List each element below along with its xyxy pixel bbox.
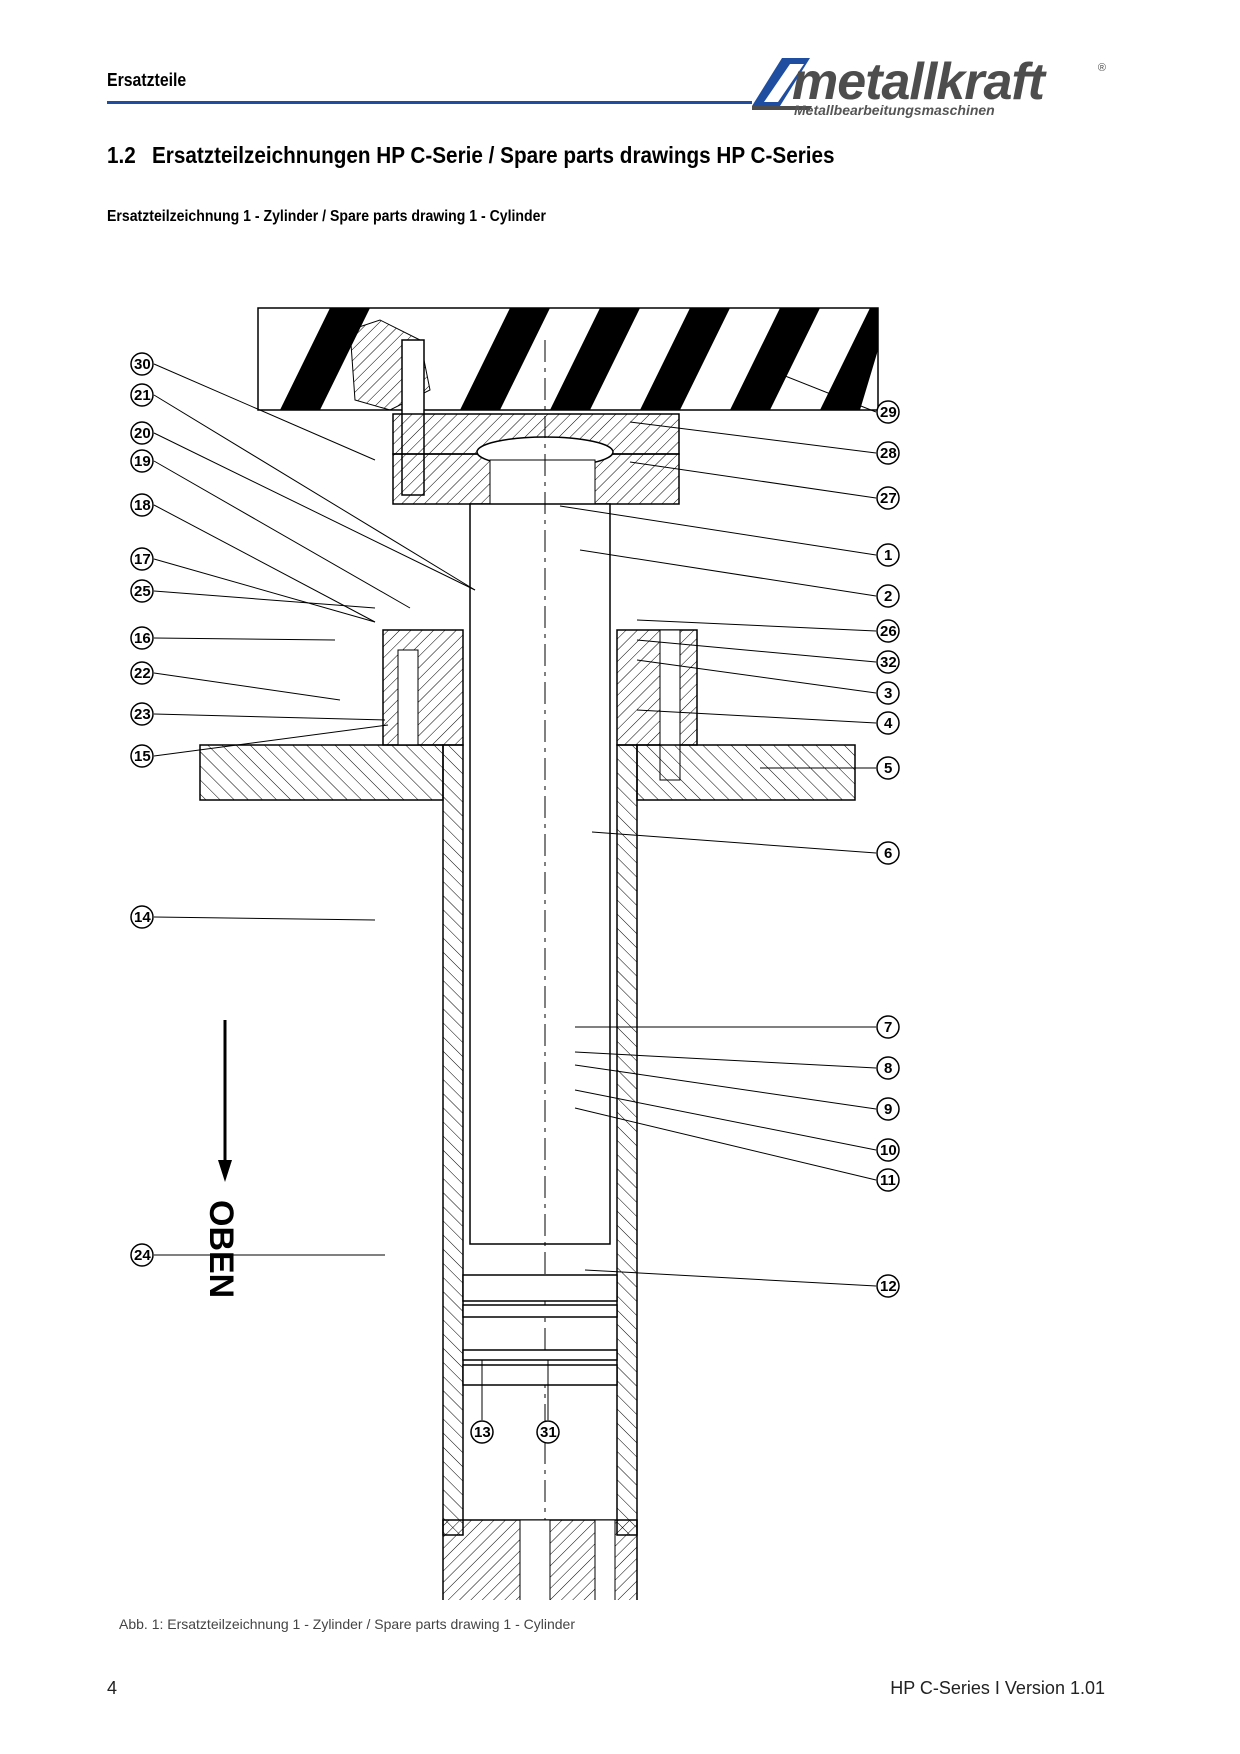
callout-32: 32 [880,654,897,671]
callout-24: 24 [134,1247,151,1264]
callouts-right: 29 28 27 1 2 26 32 3 4 5 6 7 8 9 10 11 1… [876,400,900,1298]
logo-subtitle: Metallbearbeitungsmaschinen [794,102,995,118]
direction-label: OBEN [202,1200,240,1298]
callout-5: 5 [884,760,892,777]
callout-2: 2 [884,588,892,605]
callout-23: 23 [134,706,151,723]
logo-mark-icon [752,58,812,110]
callout-9: 9 [884,1101,892,1118]
callout-30: 30 [134,356,151,373]
figure-caption: Abb. 1: Ersatzteilzeichnung 1 - Zylinder… [119,1616,575,1632]
callout-20: 20 [134,425,151,442]
callout-31: 31 [540,1424,557,1441]
header-rule [107,101,752,104]
metallkraft-logo: metallkraft ® Metallbearbeitungsmaschine… [752,53,1112,120]
callout-22: 22 [134,665,151,682]
callout-27: 27 [880,490,897,507]
callout-7: 7 [884,1019,892,1036]
header-section-label: Ersatzteile [107,70,187,90]
section-title: 1.2 Ersatzteilzeichnungen HP C-Serie / Sp… [107,142,835,169]
callout-1: 1 [884,547,892,564]
top-stripe-block [257,307,879,411]
logo-wordmark: metallkraft [792,53,1045,111]
callout-13: 13 [474,1424,491,1441]
callouts-left: 30 21 20 19 18 17 25 16 22 23 15 14 24 [130,352,154,1267]
logo-registered-mark: ® [1097,62,1106,74]
callout-17: 17 [134,551,151,568]
direction-arrow [218,1020,232,1182]
callout-21: 21 [134,387,151,404]
callout-8: 8 [884,1060,892,1077]
callout-3: 3 [884,685,892,702]
callout-26: 26 [880,623,897,640]
section-number: 1.2 [107,142,136,168]
callout-15: 15 [134,748,151,765]
callout-19: 19 [134,453,151,470]
section-title-text: Ersatzteilzeichnungen HP C-Serie / Spare… [151,142,835,168]
callout-6: 6 [884,845,892,862]
callouts-bottom: 13 31 [470,1420,560,1444]
callout-28: 28 [880,445,897,462]
callout-18: 18 [134,497,151,514]
page-number: 4 [107,1678,118,1698]
callout-25: 25 [134,583,151,600]
callout-10: 10 [880,1142,897,1159]
callout-14: 14 [134,909,151,926]
leader-lines [153,363,877,1420]
callout-11: 11 [880,1172,896,1189]
callout-16: 16 [134,630,151,647]
callout-12: 12 [880,1278,897,1295]
callout-29: 29 [880,404,897,421]
cylinder-drawing: OBEN 30 21 20 19 18 17 25 16 22 23 15 14… [130,307,900,1600]
callout-4: 4 [884,715,893,732]
footer-document-version: HP C-Series I Version 1.01 [890,1678,1105,1698]
drawing-subtitle: Ersatzteilzeichnung 1 - Zylinder / Spare… [107,208,546,225]
